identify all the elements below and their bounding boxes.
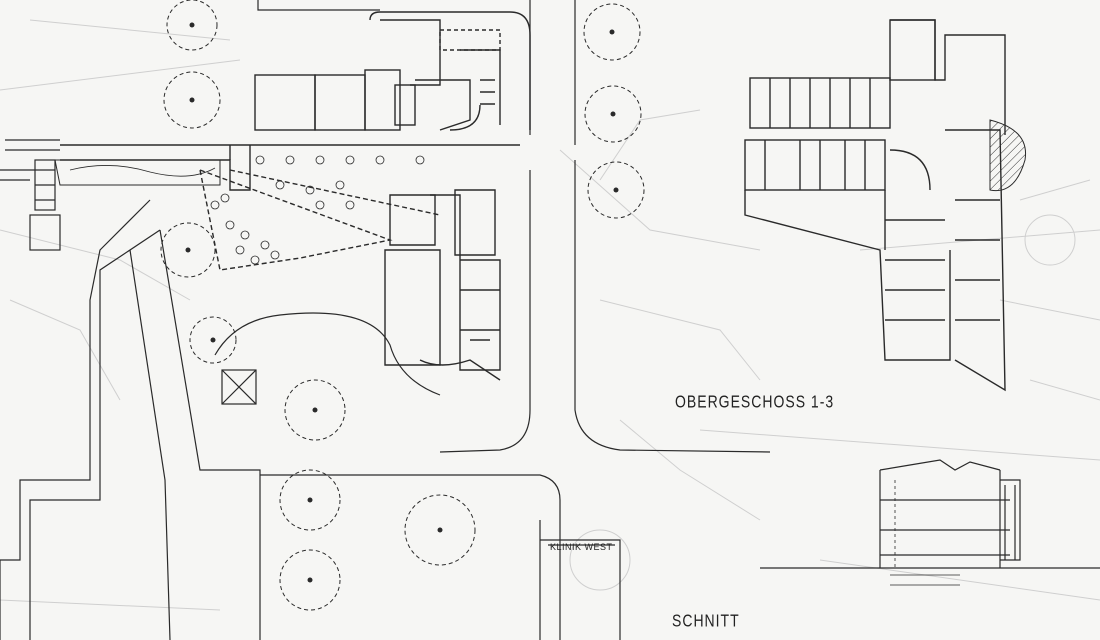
section-drawing (879, 459, 1021, 586)
tree-trunks (185, 22, 619, 583)
ground-floor-building (54, 11, 531, 381)
background-context-lines (0, 19, 1100, 611)
clinic-west-building (539, 520, 621, 640)
cafe-furniture (210, 155, 425, 265)
pavilion (214, 312, 441, 405)
clinic-label: KLINIK WEST (550, 542, 613, 552)
upper-floors-building (744, 19, 1006, 392)
hatched-stair-core (989, 119, 1027, 192)
trees (160, 0, 645, 611)
entrance-structure (5, 139, 61, 251)
upper-floors-title: OBERGESCHOSS 1-3 (675, 391, 835, 411)
section-title: SCHNITT (672, 610, 740, 630)
